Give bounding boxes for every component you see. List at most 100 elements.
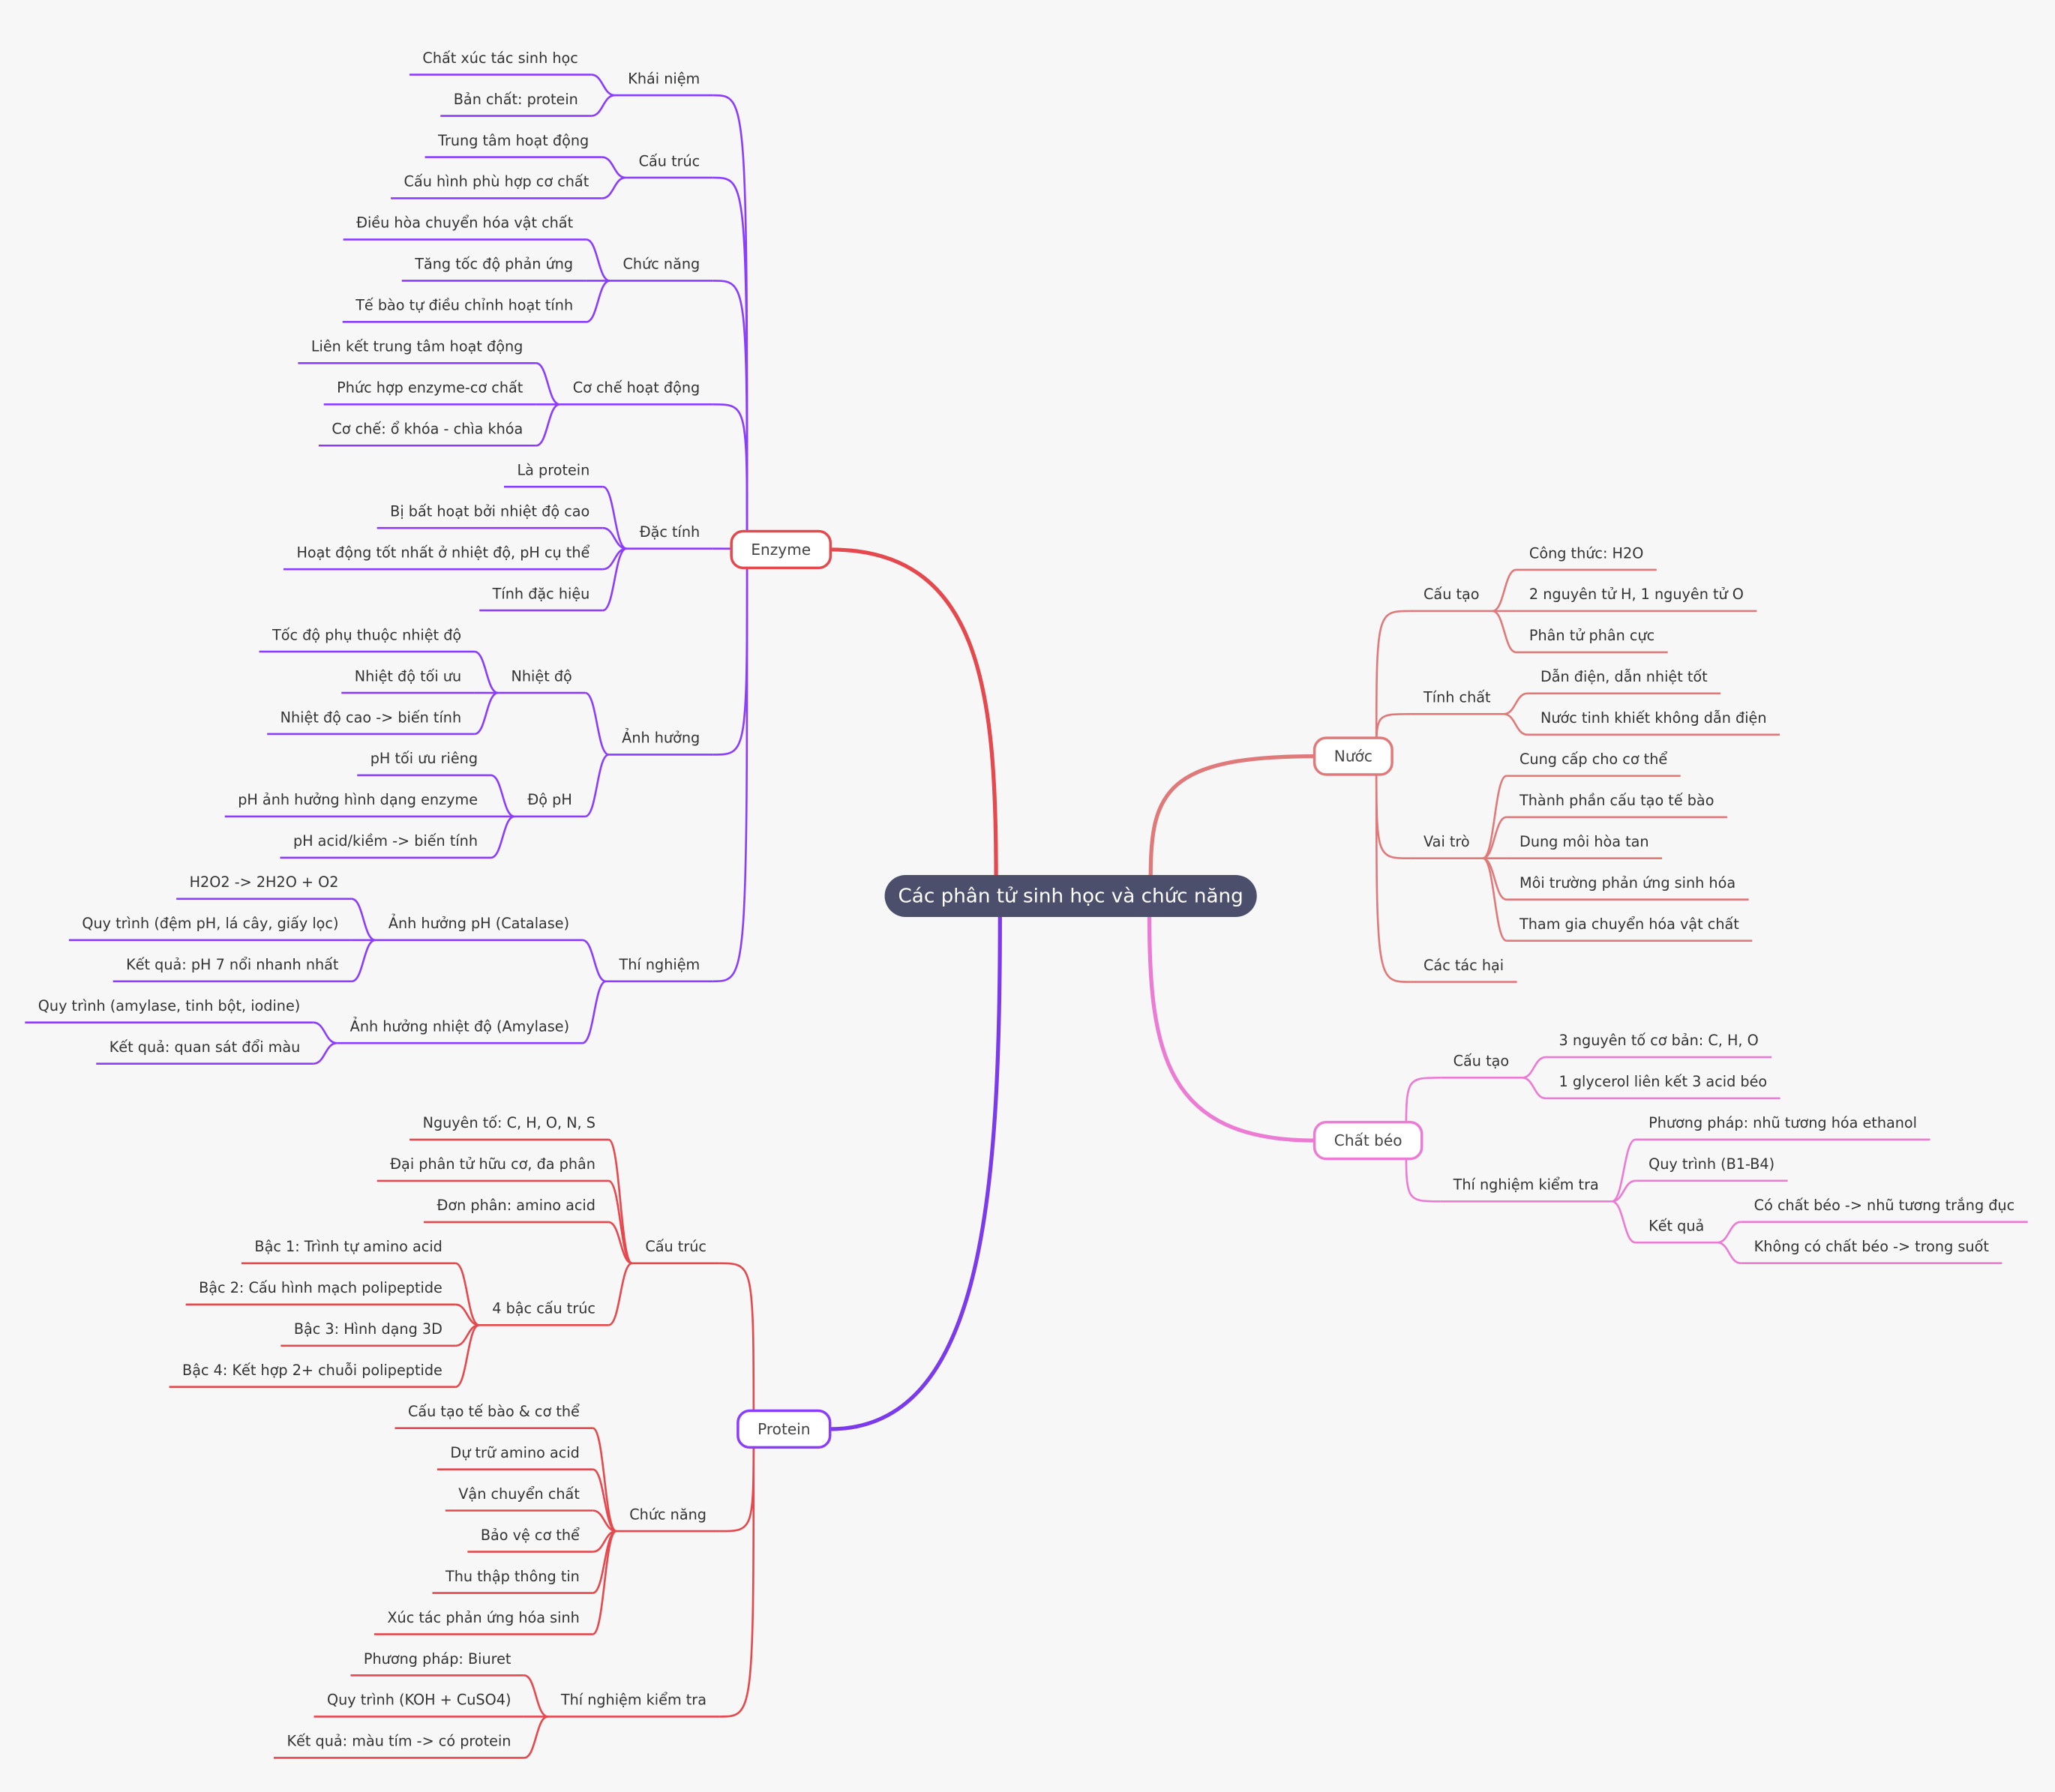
leaf-node[interactable]: Thu thập thông tin bbox=[432, 1568, 593, 1594]
leaf-node[interactable]: Có chất béo -> nhũ tương trắng đục bbox=[1741, 1197, 2028, 1224]
leaf-node[interactable]: Xúc tác phản ứng hóa sinh bbox=[374, 1609, 593, 1635]
leaf-node[interactable]: Điều hòa chuyển hóa vật chất bbox=[343, 214, 586, 241]
connector-line bbox=[1375, 756, 1411, 983]
leaf-node[interactable]: Tham gia chuyển hóa vật chất bbox=[1506, 915, 1753, 942]
branch-box bbox=[730, 529, 832, 570]
leaf-node[interactable]: Các tác hại bbox=[1410, 957, 1517, 983]
leaf-node[interactable]: 3 nguyên tố cơ bản: C, H, O bbox=[1546, 1032, 1772, 1059]
leaf-node[interactable]: Phương pháp: Biuret bbox=[350, 1650, 524, 1677]
leaf-node[interactable]: Nhiệt độ tối ưu bbox=[341, 667, 475, 694]
branch-node-2[interactable]: Nước bbox=[1312, 736, 1394, 776]
topic-node[interactable]: Ảnh hưởng pH (Catalase) bbox=[375, 913, 583, 942]
branch-node-0[interactable]: Enzyme bbox=[730, 529, 832, 570]
leaf-node[interactable]: 2 nguyên tử H, 1 nguyên tử O bbox=[1516, 586, 1757, 613]
node-label: Ảnh hưởng pH (Catalase) bbox=[388, 913, 569, 932]
leaf-node[interactable]: Dung môi hòa tan bbox=[1506, 833, 1663, 860]
node-label: Liên kết trung tâm hoạt động bbox=[311, 338, 523, 355]
leaf-node[interactable]: Cấu tạo tế bào & cơ thể bbox=[394, 1403, 593, 1430]
leaf-node[interactable]: Bậc 3: Hình dạng 3D bbox=[280, 1320, 456, 1347]
node-label: Công thức: H2O bbox=[1529, 544, 1643, 562]
topic-node[interactable]: Thí nghiệm kiểm tra bbox=[1440, 1176, 1612, 1203]
leaf-node[interactable]: Phức hợp enzyme-cơ chất bbox=[323, 379, 536, 406]
leaf-node[interactable]: Cơ chế: ổ khóa - chìa khóa bbox=[318, 421, 536, 447]
topic-node[interactable]: Thí nghiệm bbox=[606, 956, 713, 983]
leaf-node[interactable]: Hoạt động tốt nhất ở nhiệt độ, pH cụ thể bbox=[283, 544, 603, 571]
branch-node-3[interactable]: Chất béo bbox=[1312, 1120, 1424, 1161]
leaf-node[interactable]: Nguyên tố: C, H, O, N, S bbox=[410, 1114, 609, 1141]
topic-node[interactable]: Chức năng bbox=[610, 256, 713, 282]
leaf-node[interactable]: Cung cấp cho cơ thể bbox=[1506, 751, 1681, 778]
leaf-node[interactable]: 1 glycerol liên kết 3 acid béo bbox=[1546, 1073, 1780, 1100]
topic-node[interactable]: Cấu trúc bbox=[632, 1238, 720, 1265]
topic-node[interactable]: Độ pH bbox=[514, 791, 586, 818]
leaf-node[interactable]: Quy trình (KOH + CuSO4) bbox=[314, 1692, 524, 1718]
leaf-node[interactable]: Kết quả: quan sát đổi màu bbox=[96, 1038, 314, 1065]
leaf-node[interactable]: Bị bất hoạt bởi nhiệt độ cao bbox=[376, 502, 603, 529]
leaf-node[interactable]: Phương pháp: nhũ tương hóa ethanol bbox=[1635, 1114, 1930, 1141]
leaf-node[interactable]: Thành phần cấu tạo tế bào bbox=[1506, 792, 1727, 819]
node-label: pH ảnh hưởng hình dạng enzyme bbox=[238, 791, 478, 808]
leaf-node[interactable]: Bậc 1: Trình tự amino acid bbox=[241, 1238, 456, 1265]
leaf-node[interactable]: Bản chất: protein bbox=[440, 91, 592, 117]
topic-node[interactable]: Ảnh hưởng nhiệt độ (Amylase) bbox=[337, 1016, 583, 1044]
topic-node[interactable]: Chức năng bbox=[616, 1506, 720, 1533]
connector-line bbox=[712, 94, 748, 550]
topic-node[interactable]: Đặc tính bbox=[626, 523, 713, 550]
leaf-node[interactable]: Đại phân tử hữu cơ, đa phân bbox=[376, 1155, 609, 1182]
leaf-node[interactable]: H2O2 -> 2H2O + O2 bbox=[176, 874, 352, 900]
connector-line bbox=[582, 939, 607, 983]
leaf-node[interactable]: Dẫn điện, dẫn nhiệt tốt bbox=[1527, 668, 1721, 695]
topic-node[interactable]: Thí nghiệm kiểm tra bbox=[548, 1692, 720, 1718]
topic-node[interactable]: Khái niệm bbox=[614, 70, 713, 97]
leaf-node[interactable]: Cấu hình phù hợp cơ chất bbox=[391, 173, 602, 199]
leaf-node[interactable]: pH acid/kiềm -> biến tính bbox=[280, 832, 491, 859]
topic-node[interactable]: Nhiệt độ bbox=[498, 667, 586, 694]
leaf-node[interactable]: Kết quả: pH 7 nổi nhanh nhất bbox=[112, 956, 352, 983]
leaf-node[interactable]: Tốc độ phụ thuộc nhiệt độ bbox=[259, 626, 475, 653]
topic-node[interactable]: 4 bậc cấu trúc bbox=[478, 1300, 609, 1326]
leaf-node[interactable]: Tăng tốc độ phản ứng bbox=[401, 256, 586, 282]
leaf-node[interactable]: Nhiệt độ cao -> biến tính bbox=[267, 709, 475, 736]
leaf-node[interactable]: Bậc 2: Cấu hình mạch polipeptide bbox=[185, 1279, 456, 1306]
topic-node[interactable]: Cấu trúc bbox=[626, 152, 713, 179]
leaf-node[interactable]: Môi trường phản ứng sinh hóa bbox=[1506, 874, 1749, 900]
node-label: Điều hòa chuyển hóa vật chất bbox=[356, 214, 574, 232]
leaf-node[interactable]: Đơn phân: amino acid bbox=[424, 1197, 609, 1224]
leaf-node[interactable]: Dự trữ amino acid bbox=[436, 1444, 593, 1470]
topic-node[interactable]: Tính chất bbox=[1410, 689, 1504, 715]
leaf-node[interactable]: pH tối ưu riêng bbox=[357, 750, 491, 777]
root-node[interactable]: Các phân tử sinh học và chức năng bbox=[884, 875, 1257, 917]
leaf-node[interactable]: Tế bào tự điều chỉnh hoạt tính bbox=[342, 297, 586, 323]
topic-node[interactable]: Cấu tạo bbox=[1440, 1053, 1522, 1079]
leaf-node[interactable]: Quy trình (đệm pH, lá cây, giấy lọc) bbox=[68, 915, 352, 942]
node-label: Cấu tạo bbox=[1454, 1053, 1510, 1070]
leaf-node[interactable]: Nước tinh khiết không dẫn điện bbox=[1527, 709, 1780, 736]
topic-node[interactable]: Kết quả bbox=[1635, 1218, 1718, 1244]
topic-node[interactable]: Cơ chế hoạt động bbox=[560, 379, 713, 406]
connector-line bbox=[1503, 713, 1528, 736]
leaf-node[interactable]: Kết quả: màu tím -> có protein bbox=[274, 1733, 524, 1759]
leaf-node[interactable]: Công thức: H2O bbox=[1516, 544, 1657, 571]
node-label: Vận chuyển chất bbox=[458, 1485, 580, 1503]
leaf-node[interactable]: Bảo vệ cơ thể bbox=[467, 1527, 593, 1553]
leaf-node[interactable]: Chất xúc tác sinh học bbox=[409, 49, 592, 76]
topic-node[interactable]: Vai trò bbox=[1410, 833, 1484, 860]
leaf-node[interactable]: Không có chất béo -> trong suốt bbox=[1741, 1238, 2002, 1265]
node-label: Cấu trúc bbox=[645, 1238, 706, 1255]
connector-line bbox=[1611, 1179, 1636, 1203]
leaf-node[interactable]: Liên kết trung tâm hoạt động bbox=[298, 338, 536, 364]
leaf-node[interactable]: pH ảnh hưởng hình dạng enzyme bbox=[224, 791, 491, 818]
branch-node-1[interactable]: Protein bbox=[736, 1409, 832, 1449]
leaf-node[interactable]: Quy trình (B1-B4) bbox=[1635, 1155, 1788, 1182]
connector-line bbox=[608, 1221, 633, 1265]
leaf-node[interactable]: Phân tử phân cực bbox=[1516, 627, 1668, 654]
connector-line bbox=[591, 94, 616, 117]
topic-node[interactable]: Ảnh hưởng bbox=[608, 728, 713, 756]
leaf-node[interactable]: Bậc 4: Kết hợp 2+ chuỗi polipeptide bbox=[169, 1362, 456, 1389]
topic-node[interactable]: Cấu tạo bbox=[1410, 586, 1493, 613]
leaf-node[interactable]: Là protein bbox=[503, 461, 603, 488]
leaf-node[interactable]: Vận chuyển chất bbox=[445, 1485, 593, 1512]
leaf-node[interactable]: Quy trình (amylase, tinh bột, iodine) bbox=[25, 997, 314, 1024]
leaf-node[interactable]: Trung tâm hoạt động bbox=[424, 132, 602, 158]
leaf-node[interactable]: Tính đặc hiệu bbox=[479, 585, 603, 612]
